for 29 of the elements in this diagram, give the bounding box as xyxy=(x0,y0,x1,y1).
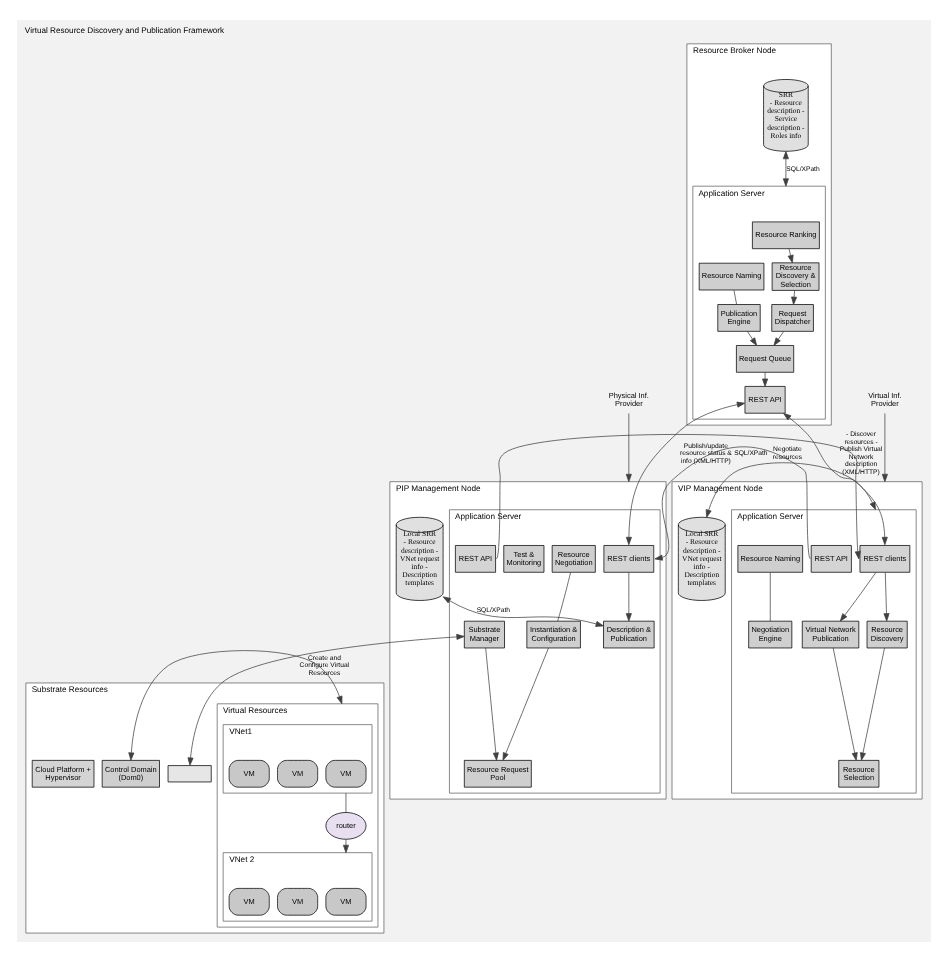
arrow xyxy=(502,647,549,761)
arrow xyxy=(762,371,769,387)
arrow xyxy=(839,572,877,622)
connector xyxy=(733,289,737,305)
arrow xyxy=(128,650,343,761)
arrow xyxy=(783,412,888,546)
connector xyxy=(557,571,571,622)
arrow xyxy=(782,150,789,187)
arrow xyxy=(747,331,758,346)
arrow xyxy=(625,413,632,483)
arrow xyxy=(495,434,861,560)
connector xyxy=(345,792,347,813)
arrow xyxy=(883,572,890,622)
arrow xyxy=(625,401,746,546)
arrow xyxy=(343,839,349,854)
arrow xyxy=(787,248,794,264)
arrow xyxy=(832,647,858,761)
arrow xyxy=(705,462,876,518)
arrow xyxy=(881,413,888,483)
arrow xyxy=(485,647,499,761)
arrow xyxy=(187,633,465,766)
arrow xyxy=(860,647,885,761)
arrow xyxy=(442,596,604,627)
arrow xyxy=(654,446,811,561)
arrow xyxy=(625,572,632,622)
node-box xyxy=(167,765,212,783)
connector xyxy=(769,572,771,622)
arrow xyxy=(773,331,785,346)
arrow xyxy=(791,290,798,305)
